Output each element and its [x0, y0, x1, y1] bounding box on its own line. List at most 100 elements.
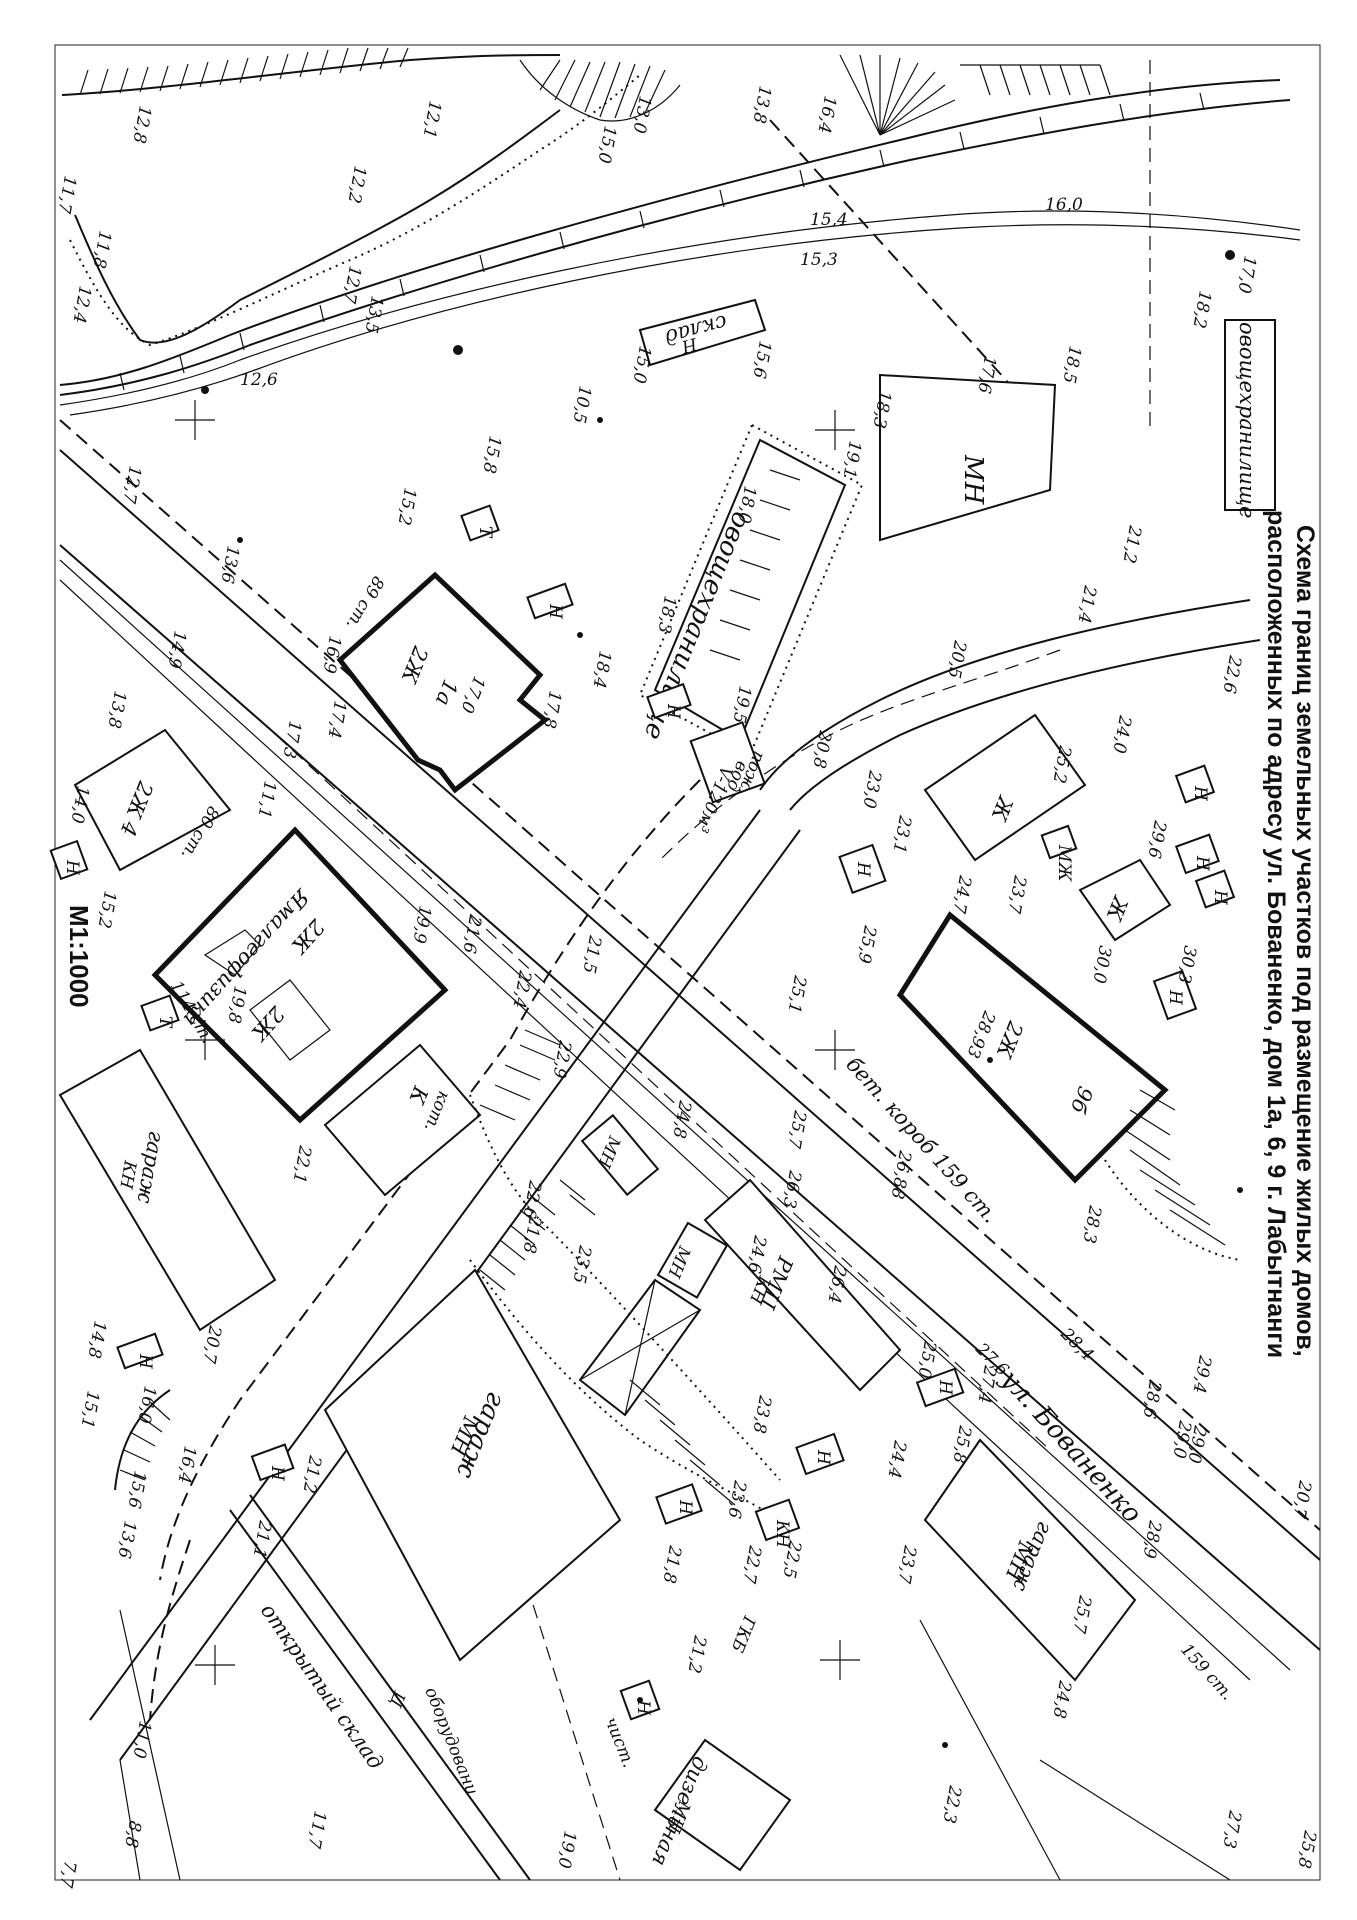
elevation-value: 19,1	[839, 439, 865, 480]
elevation-value: 16,0	[133, 1384, 159, 1425]
elevation-value: 11,0	[128, 1719, 154, 1760]
marker-boxes: Н Н Н Н Н Н Н Н Н Н Н Н Т Т МЖ Н Н	[49, 504, 1236, 1721]
elevation-value: 18,2	[1189, 289, 1215, 330]
elevation-value: 11,7	[53, 174, 79, 215]
elevation-value: 15,4	[810, 210, 848, 230]
elevation-value: 12,6	[240, 370, 278, 390]
mark-2: Н	[853, 861, 873, 878]
elevation-value: 21,2	[299, 1453, 325, 1495]
elevation-value: 17,3	[279, 719, 305, 760]
elevation-value: 23,6	[723, 1478, 749, 1520]
elevation-value: 15,2	[394, 486, 420, 527]
chist-label: чист.	[600, 1714, 638, 1770]
elevation-value: 16,4	[814, 94, 840, 135]
elevation-value: 12,8	[128, 104, 154, 145]
elevation-value: 22,1	[289, 1143, 315, 1185]
boiler-house: К кот.	[323, 1043, 482, 1197]
elevation-value: 18,4	[589, 649, 615, 690]
mark-12: Т	[475, 526, 495, 539]
elevation-value: 30,3	[1174, 944, 1200, 985]
elevation-value: 27,3	[1219, 1808, 1245, 1850]
elevation-value: 15,0	[593, 124, 619, 165]
elevation-value: 21,8	[518, 1213, 544, 1255]
elevation-value: 16,0	[1045, 195, 1083, 215]
railway-lines	[59, 60, 1301, 430]
elevation-value: 13,8	[748, 84, 774, 125]
mark-10: Н	[62, 859, 82, 876]
survey-points	[201, 250, 1243, 1748]
mark-13: Т	[155, 1016, 175, 1029]
garage-1: гараж КН	[58, 1048, 277, 1332]
elevation-value: 11,8	[88, 229, 114, 270]
slope-hatching-top	[61, 47, 1111, 347]
scale-label: М1:1000	[64, 905, 94, 1008]
elevation-value: 19,0	[553, 1829, 579, 1870]
mark-8: Н	[267, 1465, 287, 1482]
mark-6: Н	[813, 1449, 833, 1466]
elevation-value: 15,2	[94, 889, 120, 930]
elevation-value: 23,1	[889, 813, 915, 855]
open-storage-label: открытый склад	[256, 1599, 388, 1774]
mark-0: Н	[545, 603, 565, 620]
elevation-value: 23,5	[569, 1243, 595, 1285]
elevation-value: 23,7	[1003, 873, 1029, 915]
letter-c-label: Ц	[384, 1687, 409, 1710]
mark-9: Н	[633, 1699, 653, 1716]
elevation-value: 23,7	[893, 1543, 919, 1585]
elevation-value: 17,8	[538, 689, 564, 730]
elevation-value: 10,5	[569, 384, 595, 425]
elevation-value: 15,8	[478, 434, 504, 475]
elevation-value: 20,5	[944, 638, 970, 680]
elevation-value: 18,3	[654, 594, 680, 635]
elevation-value: 12,7	[338, 264, 364, 305]
grid-crosshairs	[175, 400, 860, 1685]
gkb-label: ГКБ	[726, 1612, 759, 1655]
elevation-value: 13,6	[113, 1519, 139, 1560]
elevation-value: 16,4	[174, 1444, 200, 1485]
mark-17: КН	[772, 1519, 792, 1549]
mark-7: Н	[135, 1353, 155, 1370]
zh-building-2: Ж	[1078, 858, 1172, 942]
mark-16: Н	[1210, 889, 1230, 906]
elevation-value: 12,2	[344, 164, 370, 205]
building-1a: 2Ж 1а 17,0	[336, 571, 550, 794]
elevation-value: 30,0	[1088, 944, 1114, 985]
elevation-value: 15,3	[800, 250, 838, 270]
elevation-value: 27,4	[974, 1363, 1000, 1405]
elevation-value: 22,7	[738, 1543, 764, 1585]
elevation-value: 24,4	[884, 1438, 910, 1480]
diesel-building: дизельная МН	[647, 1738, 792, 1872]
elevation-value: 7,7	[55, 1859, 79, 1889]
elevation-value: 14,9	[163, 629, 189, 670]
elevation-value: 18,5	[1059, 344, 1085, 385]
elevation-value: 23,0	[858, 768, 884, 810]
elevation-value: 13,0	[628, 94, 654, 135]
bottom-road	[119, 1494, 1231, 1881]
elevation-value: 25,8	[1293, 1828, 1319, 1870]
mark-3: Н	[1165, 989, 1185, 1006]
elevation-value: 22,4	[509, 968, 535, 1010]
elevation-value: 12,1	[419, 99, 445, 140]
map-title-line1: Схема границ земельных участков под разм…	[1291, 525, 1319, 1357]
street-bovanenko	[59, 419, 1321, 1681]
vegetable-store-2-label: овощехранилище	[1235, 322, 1259, 518]
elevation-value: 15,6	[748, 339, 774, 380]
mark-14: МЖ	[1054, 844, 1074, 882]
warehouse-mark: Н	[678, 333, 700, 357]
elevation-value: 25,7	[783, 1108, 809, 1150]
building-mn-large-label: МН	[958, 454, 988, 506]
elevation-value: 15,0	[628, 344, 654, 385]
elevation-value: 11,7	[303, 1809, 329, 1850]
duct-label-short: 159 ст.	[1176, 1640, 1237, 1705]
map-frame	[54, 44, 1321, 1881]
mark-5: Н	[675, 1499, 695, 1516]
elevation-value: 22,3	[939, 1783, 965, 1825]
garage-2: гараж МН	[323, 1268, 622, 1662]
map-title-line2: расположенных по адресу ул. Бованенко, д…	[1262, 510, 1290, 1358]
elevation-value: 28,6	[1138, 1378, 1164, 1420]
elevation-value: 14,8	[83, 1319, 109, 1360]
elevation-value: 21,6	[458, 913, 484, 955]
elevation-value: 13,6	[216, 544, 242, 585]
elevation-value: 21,2	[1119, 523, 1145, 565]
elevation-value: 22,9	[548, 1038, 574, 1080]
